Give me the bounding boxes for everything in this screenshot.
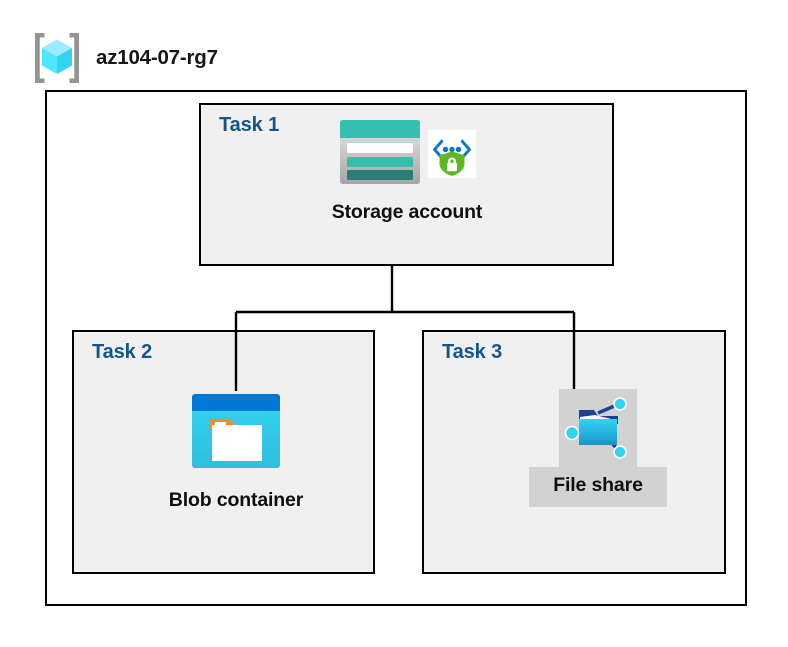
resource-group-name: az104-07-rg7 <box>96 45 218 69</box>
file-share-caption: File share <box>553 474 643 496</box>
storage-account-icon-group <box>338 118 476 186</box>
secure-encryption-badge-icon <box>428 130 476 178</box>
resource-group-icon <box>35 33 79 83</box>
storage-account-caption: Storage account <box>331 201 483 223</box>
blob-container-icon-group <box>190 392 282 470</box>
blob-container-icon <box>192 394 280 468</box>
node-blob-container: Blob container <box>136 392 336 511</box>
task-2-label: Task 2 <box>92 341 153 363</box>
blob-container-caption: Blob container <box>168 489 304 511</box>
file-share-caption-highlight: File share <box>529 467 667 507</box>
resource-group-header: az104-07-rg7 <box>28 27 328 89</box>
task-1-label: Task 1 <box>219 114 280 136</box>
task-3-label: Task 3 <box>442 341 503 363</box>
file-share-icon <box>564 397 627 459</box>
node-file-share: File share <box>508 389 688 507</box>
storage-account-icon <box>340 120 420 184</box>
file-share-icon-highlight <box>559 389 637 467</box>
node-storage-account: Storage account <box>293 118 521 223</box>
